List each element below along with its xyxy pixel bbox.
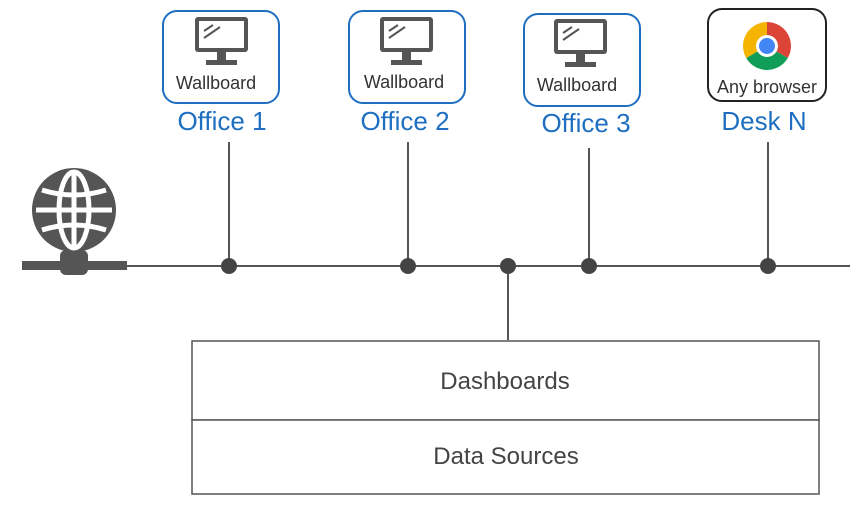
terminal-office-1: Wallboard Office 1	[162, 10, 280, 136]
data-sources-layer	[191, 419, 820, 495]
terminal-name: Desk N	[721, 106, 806, 136]
connection-dot	[581, 258, 597, 274]
server-stack: Dashboards Data Sources	[191, 340, 820, 495]
connection-dot	[760, 258, 776, 274]
dashboards-label: Dashboards	[440, 368, 569, 395]
terminal-label: Wallboard	[176, 73, 256, 93]
terminal-label: Wallboard	[537, 75, 617, 95]
data-sources-label: Data Sources	[433, 443, 578, 470]
monitor-icon	[195, 17, 248, 65]
connection-dot	[400, 258, 416, 274]
monitor-icon	[380, 17, 433, 65]
terminal-name: Office 3	[541, 108, 630, 138]
terminal-label: Wallboard	[364, 72, 444, 92]
globe-network-icon	[22, 168, 127, 275]
terminal-office-3: Wallboard Office 3	[523, 13, 641, 138]
terminal-label: Any browser	[717, 77, 817, 97]
terminal-name: Office 1	[177, 106, 266, 136]
dashboards-layer	[191, 340, 820, 421]
terminal-desk-n: Any browser Desk N	[707, 8, 827, 136]
terminal-office-2: Wallboard Office 2	[348, 10, 466, 136]
terminal-name: Office 2	[360, 106, 449, 136]
connection-dot	[221, 258, 237, 274]
monitor-icon	[554, 19, 607, 67]
browser-icon	[743, 22, 791, 70]
connection-dot	[500, 258, 516, 274]
